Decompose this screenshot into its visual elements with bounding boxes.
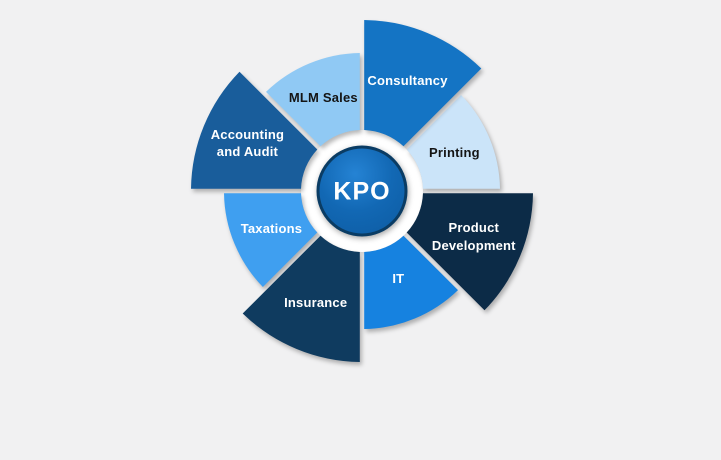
segment-mlm-sales	[266, 53, 360, 147]
segment-taxations	[224, 193, 318, 287]
segment-product-development	[406, 193, 533, 311]
segment-consultancy	[364, 20, 482, 147]
segment-insurance	[242, 235, 360, 362]
segment-accounting-and-audit	[191, 71, 318, 189]
segment-printing	[406, 95, 500, 189]
segment-it	[364, 235, 458, 329]
segments-layer	[191, 20, 533, 362]
kpo-circle	[319, 148, 405, 234]
